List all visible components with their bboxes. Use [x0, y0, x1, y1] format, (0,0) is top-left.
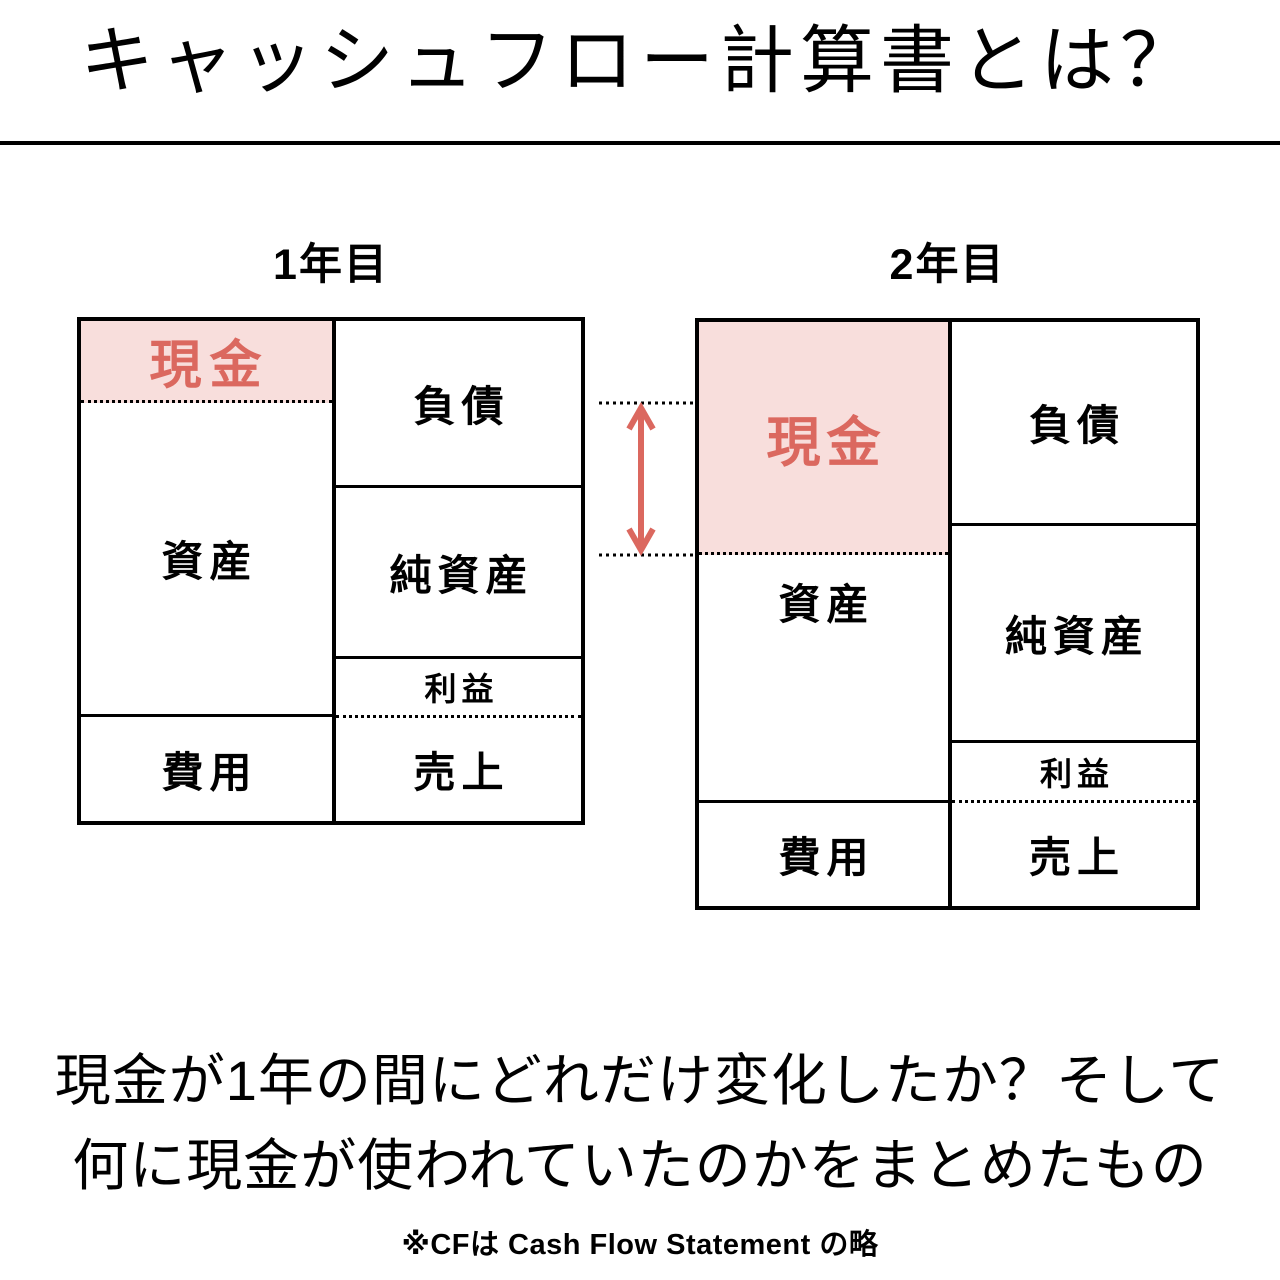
year1-credit-column: 負債 純資産 利益 売上: [336, 321, 581, 821]
year1-column-divider: [332, 321, 336, 821]
year1-sales-cell: 売上: [336, 715, 581, 821]
year1-assets-cell: 資産: [161, 538, 258, 585]
year2-cash-cell: 現金: [699, 322, 948, 555]
year2-liabilities-cell: 負債: [1028, 402, 1125, 449]
cash-change-indicator: [599, 401, 695, 557]
year1-label: 1年目: [273, 241, 389, 289]
year1-net-assets-cell: 純資産: [336, 485, 581, 656]
description-line-1: 現金が1年の間にどれだけ変化したか？そして: [54, 1049, 1226, 1112]
year1-expenses-cell: 費用: [81, 714, 332, 821]
year1-liabilities-cell: 負債: [413, 382, 510, 430]
footnote: ※CFは Cash Flow Statement の略: [401, 1229, 879, 1261]
year2-expenses-cell: 費用: [699, 800, 948, 906]
year2-credit-column: 負債 純資産 利益 売上: [952, 322, 1196, 906]
year2-sales-cell: 売上: [952, 800, 1196, 906]
year1-cash-cell: 現金: [81, 321, 332, 403]
year2-label: 2年目: [889, 241, 1006, 289]
year1-balance-sheet-box: 現金 資産 費用 負債 純資産 利益 売上: [77, 317, 585, 825]
page-title: キャッシュフロー計算書とは？: [80, 19, 1200, 102]
year2-balance-sheet-box: 現金 資産 費用 負債 純資産 利益 売上: [695, 318, 1200, 910]
year1-profit-cell: 利益: [336, 656, 581, 715]
double-arrow-icon: [626, 401, 656, 557]
year2-column-divider: [948, 322, 952, 906]
year1-debit-column: 現金 資産 費用: [81, 321, 332, 821]
year2-assets-cell: 資産: [778, 581, 875, 628]
year2-profit-cell: 利益: [952, 740, 1196, 800]
description-line-2: 何に現金が使われていたのかをまとめたもの: [72, 1134, 1208, 1197]
description-text: 現金が1年の間にどれだけ変化したか？そして 何に現金が使われていたのかをまとめた…: [0, 1038, 1280, 1208]
year2-debit-column: 現金 資産 費用: [699, 322, 948, 906]
year2-net-assets-cell: 純資産: [952, 523, 1196, 740]
title-rule: [0, 141, 1280, 145]
